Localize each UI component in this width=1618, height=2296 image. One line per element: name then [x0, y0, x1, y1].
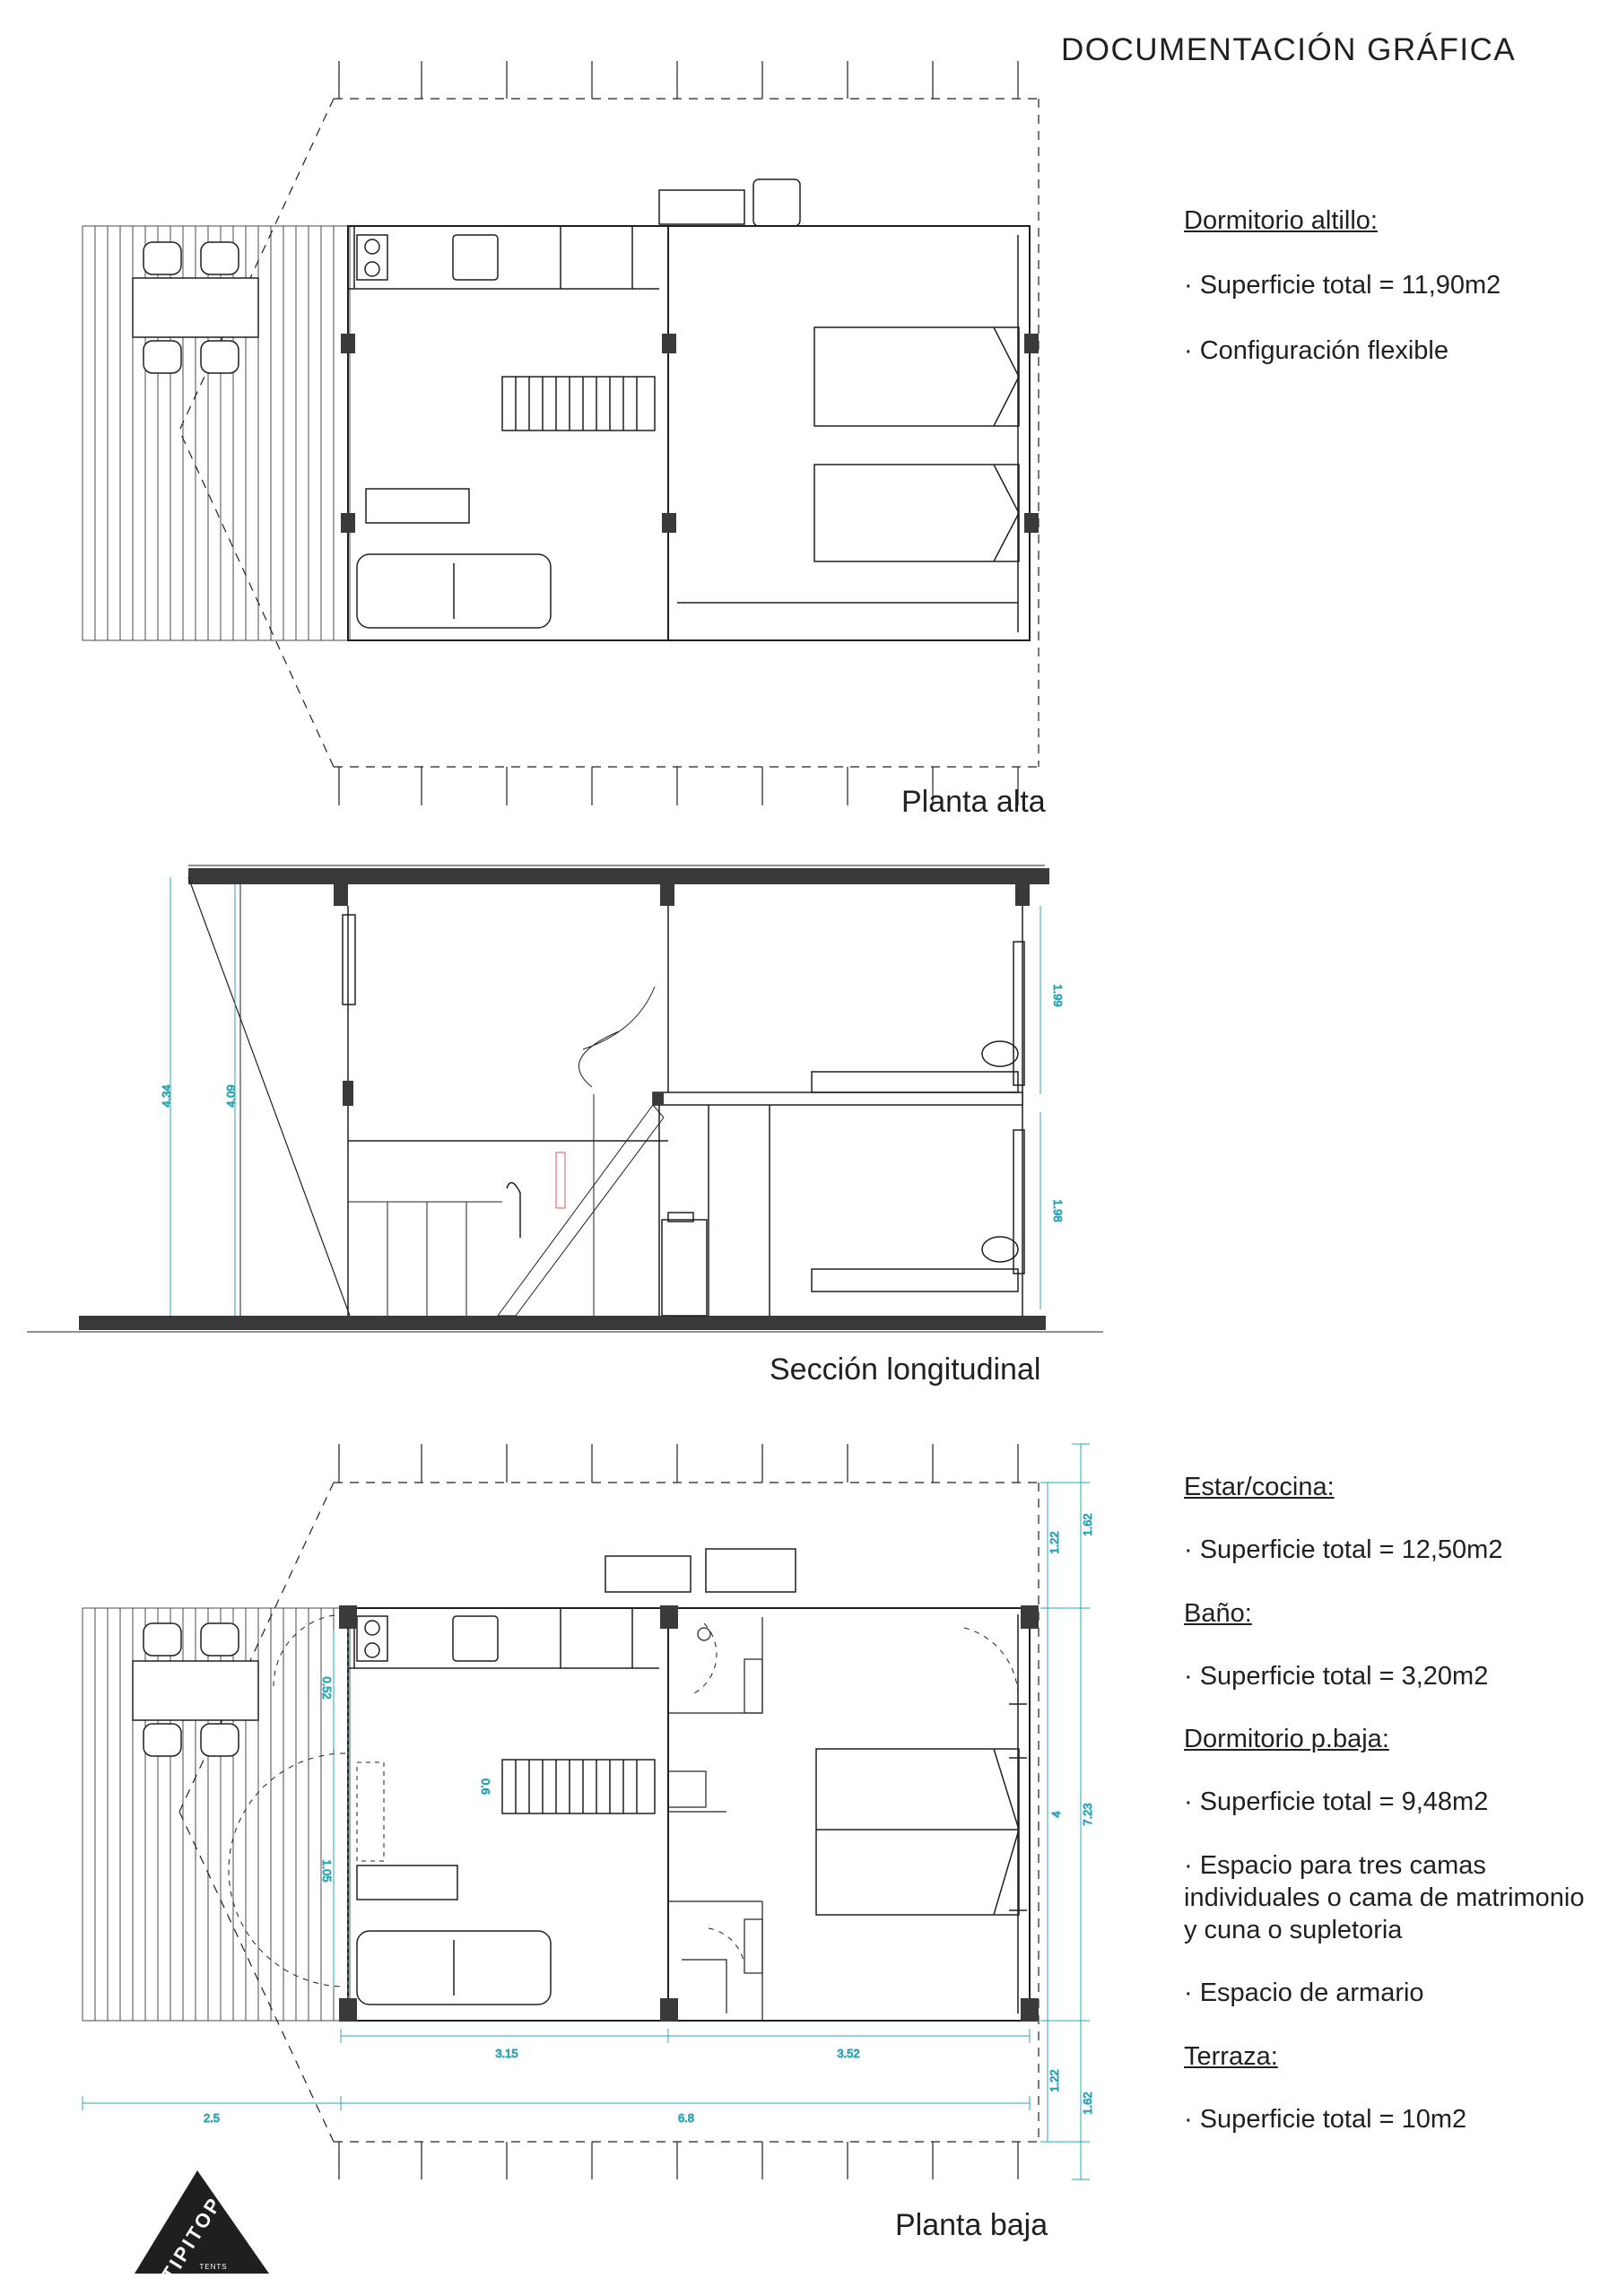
spec-item: · Superficie total = 10m2	[1184, 2104, 1467, 2134]
roof-slab	[188, 868, 1049, 884]
spec-item: · Espacio para tres camas individuales o…	[1184, 1850, 1585, 1945]
tipitop-logo: TIPITOP TENTS	[135, 2170, 269, 2285]
spec-item: · Espacio de armario	[1184, 1979, 1424, 2008]
upper-stair	[501, 376, 656, 431]
ground-kitchen	[348, 1608, 659, 1669]
upper-pole-ticks	[338, 61, 1019, 805]
upper-sofa	[356, 553, 552, 629]
dim-stair: 0.6	[479, 1779, 492, 1795]
specs-ground: Estar/cocina: · Superficie total = 12,50…	[1184, 1471, 1596, 2166]
ground-pole-ticks	[338, 1444, 1019, 2179]
ground-table-set	[132, 1622, 259, 1757]
dim-window-upper: 1.99	[1051, 984, 1065, 1006]
dim-terrace-width: 2.5	[204, 2111, 220, 2125]
spec-heading-loft: Dormitorio altillo:	[1184, 206, 1378, 235]
spec-item: · Superficie total = 11,90m2	[1184, 271, 1501, 300]
upper-pillars	[341, 334, 1039, 533]
ground-terrace	[82, 1607, 351, 2022]
dim-total-height: 4.34	[160, 1084, 173, 1107]
page-title: DOCUMENTACIÓN GRÁFICA	[1061, 32, 1517, 67]
spec-heading-living: Estar/cocina:	[1184, 1473, 1335, 1501]
dim-inner-height: 4.09	[224, 1084, 238, 1107]
ground-bed	[815, 1614, 1027, 2013]
dim-living-width: 3.15	[495, 2047, 518, 2060]
dim-house-depth: 4	[1049, 1811, 1063, 1817]
ground-stair	[501, 1759, 656, 1814]
dim-door-upper: 0.52	[320, 1676, 334, 1699]
caption-upper-plan: Planta alta	[901, 785, 1046, 819]
section-stair	[497, 986, 665, 1317]
upper-table-set	[132, 241, 259, 374]
dim-door-lower: 1.05	[320, 1859, 334, 1882]
ground-pillars	[339, 1605, 1039, 2022]
ground-bathroom	[667, 1617, 763, 2021]
dimension-lines: 4.34 4.09 1.99 1.98 3.15 3.52 2.5 6.8 1.…	[82, 877, 1095, 2180]
upper-kitchen	[348, 226, 659, 290]
caption-section: Sección longitudinal	[770, 1352, 1041, 1387]
dim-window-lower: 1.98	[1051, 1199, 1065, 1222]
dim-rear-total: 1.62	[1081, 2092, 1094, 2114]
dim-total-width: 6.8	[678, 2111, 694, 2125]
dim-rear-offset: 1.22	[1048, 2069, 1061, 2092]
spec-heading-bath: Baño:	[1184, 1598, 1252, 1628]
spec-item: · Superficie total = 12,50m2	[1184, 1535, 1503, 1565]
spec-heading-terrace: Terraza:	[1184, 2041, 1278, 2071]
specs-upper: Dormitorio altillo: · Superficie total =…	[1184, 204, 1596, 399]
ground-sofa	[356, 1930, 552, 2005]
upper-terrace	[82, 225, 351, 641]
dim-front-offset: 1.62	[1081, 1513, 1094, 1535]
dim-total-depth: 7.23	[1081, 1803, 1094, 1825]
spec-item: · Superficie total = 9,48m2	[1184, 1787, 1489, 1817]
spec-item: · Configuración flexible	[1184, 335, 1448, 365]
upper-desk	[365, 488, 470, 524]
upper-beds	[677, 235, 1020, 632]
ground-floor-plan	[82, 1444, 1040, 2179]
logo-subtext: TENTS	[199, 2263, 227, 2271]
floor-slab	[79, 1316, 1046, 1330]
caption-ground-plan: Planta baja	[895, 2208, 1048, 2242]
spec-item: · Superficie total = 3,20m2	[1184, 1661, 1489, 1691]
spec-heading-bedroom: Dormitorio p.baja:	[1184, 1725, 1389, 1753]
upper-floor-plan	[82, 61, 1040, 805]
longitudinal-section	[27, 865, 1103, 1333]
dim-wall-offset: 1.22	[1048, 1531, 1061, 1553]
dim-bedroom-width: 3.52	[837, 2047, 859, 2060]
ground-desk	[356, 1865, 458, 1900]
